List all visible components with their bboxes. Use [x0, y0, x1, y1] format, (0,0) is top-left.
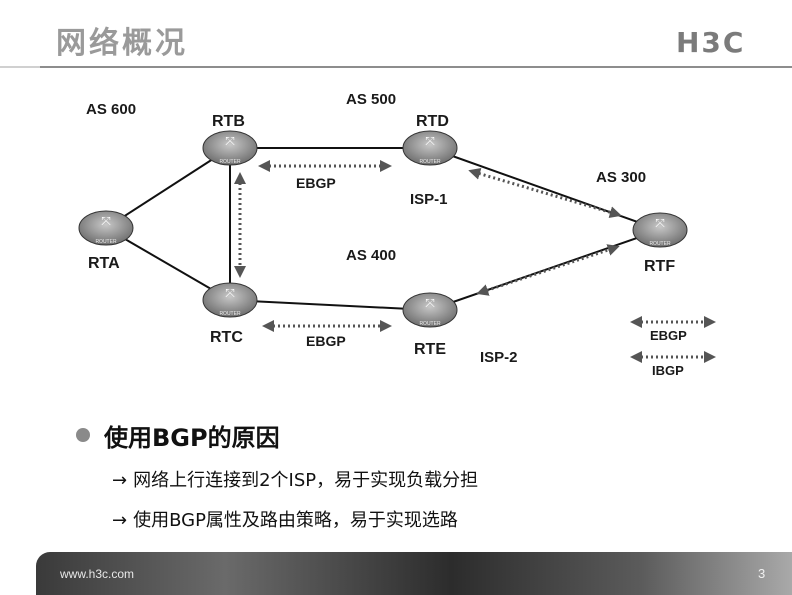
svg-text:ROUTER: ROUTER: [419, 321, 441, 327]
as-label-500: AS 500: [346, 91, 396, 108]
svg-text:ROUTER: ROUTER: [95, 239, 117, 245]
router-rta-icon: ⤧ ROUTER: [78, 210, 134, 246]
as-label-600: AS 600: [86, 101, 136, 118]
router-rtf-icon: ⤧ ROUTER: [632, 212, 688, 248]
svg-text:⤧: ⤧: [425, 134, 435, 148]
bullet-icon: [76, 428, 90, 442]
ebgp-arrow-rtd-rtf: [468, 167, 622, 219]
footer-url[interactable]: www.h3c.com: [60, 567, 135, 581]
svg-text:ROUTER: ROUTER: [419, 159, 441, 165]
router-label-rtd: RTD: [416, 113, 449, 130]
svg-text:⤧: ⤧: [101, 214, 111, 228]
page-title: 网络概况: [56, 26, 188, 61]
svg-text:ROUTER: ROUTER: [219, 311, 241, 317]
legend-ibgp-label: IBGP: [652, 363, 684, 378]
router-rtc-icon: ⤧ ROUTER: [202, 282, 258, 318]
ebgp-arrow-rte-rtf: [476, 244, 620, 296]
list-item: →网络上行连接到2个ISP，易于实现负载分担: [112, 466, 478, 492]
isp2-label: ISP-2: [480, 349, 518, 366]
header-rule-left: [0, 66, 40, 68]
as-label-400: AS 400: [346, 247, 396, 264]
ebgp-label-bottom: EBGP: [306, 333, 346, 349]
bgp-sessions: [234, 160, 716, 363]
legend-ebgp-label: EBGP: [650, 328, 687, 343]
list-item: →使用BGP属性及路由策略，易于实现选路: [112, 506, 458, 532]
router-label-rta: RTA: [88, 255, 120, 272]
router-label-rtc: RTC: [210, 329, 243, 346]
list-item-text: 网络上行连接到2个ISP，易于实现负载分担: [133, 470, 479, 491]
router-rtd-icon: ⤧ ROUTER: [402, 130, 458, 166]
link-rta-rtc: [105, 227, 231, 301]
router-rte-icon: ⤧ ROUTER: [402, 292, 458, 328]
svg-text:⤧: ⤧: [225, 286, 235, 300]
footer-bar: [36, 552, 792, 595]
router-label-rtf: RTF: [644, 258, 675, 275]
svg-text:ROUTER: ROUTER: [219, 159, 241, 165]
h3c-logo: H3C: [676, 26, 746, 59]
list-item-text: 使用BGP属性及路由策略，易于实现选路: [133, 510, 458, 531]
router-label-rte: RTE: [414, 341, 446, 358]
ebgp-label-top: EBGP: [296, 175, 336, 191]
router-rtb-icon: ⤧ ROUTER: [202, 130, 258, 166]
router-label-rtb: RTB: [212, 113, 245, 130]
page-number: 3: [758, 566, 766, 581]
link-rta-rtb: [105, 147, 231, 229]
svg-text:ROUTER: ROUTER: [649, 241, 671, 247]
svg-text:⤧: ⤧: [225, 134, 235, 148]
svg-text:⤧: ⤧: [425, 296, 435, 310]
section-heading: 使用BGP的原因: [104, 424, 280, 452]
link-rtd-rtf: [429, 147, 661, 231]
svg-text:⤧: ⤧: [655, 216, 665, 230]
physical-links: [105, 147, 661, 311]
as-label-300: AS 300: [596, 169, 646, 186]
arrow-right-icon: →: [112, 470, 128, 491]
link-rtc-rte: [229, 299, 431, 311]
header-rule: [40, 66, 792, 68]
arrow-right-icon: →: [112, 510, 128, 531]
isp1-label: ISP-1: [410, 191, 448, 208]
